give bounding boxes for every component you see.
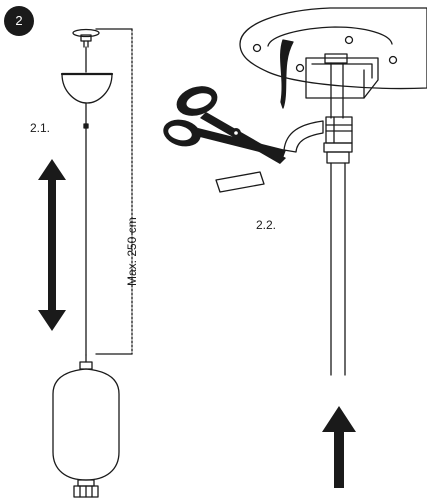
ceiling-mount bbox=[72, 28, 100, 48]
rod-top bbox=[324, 53, 348, 119]
arrow-up-icon bbox=[322, 406, 356, 488]
sub-step-label-2-1: 2.1. bbox=[30, 121, 51, 135]
cut-cable bbox=[215, 120, 324, 193]
step-number-badge: 2 bbox=[4, 6, 34, 36]
tether-cord bbox=[280, 39, 294, 109]
lamp-shade bbox=[52, 354, 120, 498]
scissors-icon bbox=[163, 86, 286, 164]
max-length-label: Max. 250 cm bbox=[125, 217, 139, 286]
suspension-cable bbox=[83, 46, 89, 356]
rod-clamp bbox=[323, 116, 353, 164]
length-dimension-bracket bbox=[95, 28, 133, 355]
ceiling-canopy bbox=[60, 72, 114, 104]
ceiling-plate bbox=[239, 7, 427, 99]
rod-bottom bbox=[330, 162, 346, 376]
arrow-up-down-icon bbox=[38, 159, 66, 331]
sub-step-label-2-2: 2.2. bbox=[256, 218, 277, 232]
